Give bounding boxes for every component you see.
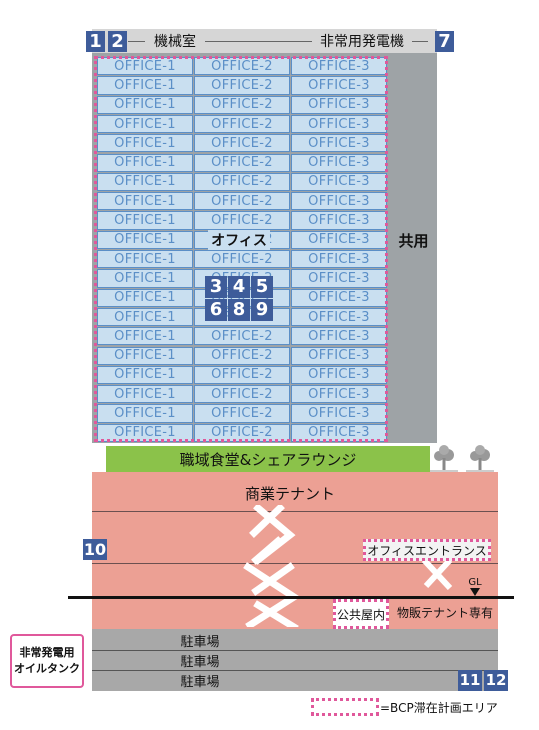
marker-5: 5 — [251, 276, 273, 298]
office-cell: OFFICE-1 — [97, 250, 193, 269]
escalator-icon — [243, 505, 301, 627]
oil-tank-box: 非常発電用 オイルタンク — [10, 634, 84, 688]
office-entrance-label: オフィスエントランス — [363, 539, 491, 561]
office-cell: OFFICE-1 — [97, 153, 193, 172]
office-cell: OFFICE-2 — [194, 404, 290, 423]
bcp-legend-swatch — [311, 698, 379, 716]
cafeteria-floor: 職域食堂&シェアラウンジ — [106, 446, 430, 472]
gl-marker-icon — [470, 588, 480, 596]
office-center-label: オフィス — [208, 230, 270, 250]
marker-9: 9 — [251, 299, 273, 321]
marker-4: 4 — [228, 276, 250, 298]
oil-tank-label-line1: 非常発電用 — [19, 646, 75, 659]
office-cell: OFFICE-1 — [97, 365, 193, 385]
parking-label: 駐車場 — [180, 654, 220, 670]
machine-floor-line — [128, 41, 428, 42]
office-cell: OFFICE-2 — [194, 76, 290, 95]
bcp-legend-label: =BCP滞在計画エリア — [380, 700, 498, 715]
office-cell: OFFICE-2 — [194, 172, 290, 192]
office-cell: OFFICE-3 — [291, 230, 387, 249]
office-cell: OFFICE-1 — [97, 172, 193, 192]
office-cell: OFFICE-3 — [291, 288, 387, 307]
office-cell: OFFICE-3 — [291, 250, 387, 269]
marker-6: 6 — [205, 299, 227, 321]
office-cell: OFFICE-3 — [291, 76, 387, 95]
office-cell: OFFICE-3 — [291, 327, 387, 346]
office-cell: OFFICE-2 — [194, 346, 290, 365]
tree-icon — [466, 445, 494, 472]
office-cell: OFFICE-2 — [194, 327, 290, 346]
entrance-path-icon — [421, 558, 453, 590]
office-cell: OFFICE-3 — [291, 192, 387, 211]
public-indoor-label: 公共屋内 — [333, 599, 389, 629]
office-cell: OFFICE-3 — [291, 172, 387, 192]
office-cell: OFFICE-1 — [97, 288, 193, 307]
marker-7: 7 — [435, 31, 454, 52]
commercial-floor-line — [92, 511, 498, 512]
office-cell: OFFICE-1 — [97, 211, 193, 230]
office-bcp-boundary — [94, 56, 388, 442]
machine-room-label: 機械室 — [145, 31, 205, 51]
office-cell: OFFICE-3 — [291, 95, 387, 114]
marker-10: 10 — [83, 539, 107, 560]
parking-label: 駐車場 — [180, 674, 220, 690]
marker-11: 11 — [458, 670, 482, 691]
parking-label: 駐車場 — [180, 634, 220, 650]
commercial-floor-line — [92, 563, 498, 564]
office-cell: OFFICE-1 — [97, 76, 193, 95]
parking-floor-line — [92, 650, 498, 651]
office-cell: OFFICE-1 — [97, 57, 193, 76]
retail-tenant-label: 物販テナント専有 — [397, 605, 494, 620]
office-cell: OFFICE-2 — [194, 385, 290, 404]
office-cell: OFFICE-2 — [194, 192, 290, 211]
marker-1: 1 — [86, 31, 105, 52]
gl-label: GL — [468, 576, 482, 588]
generator-room-label: 非常用発電機 — [312, 31, 412, 51]
marker-8: 8 — [228, 299, 250, 321]
office-cell: OFFICE-3 — [291, 134, 387, 153]
tree-icon — [430, 445, 458, 472]
marker-12: 12 — [484, 670, 508, 691]
office-cell: OFFICE-1 — [97, 327, 193, 346]
ground-line — [68, 596, 514, 599]
office-cell: OFFICE-3 — [291, 365, 387, 385]
office-cell: OFFICE-1 — [97, 134, 193, 153]
office-cell: OFFICE-1 — [97, 192, 193, 211]
commercial-label: 商業テナント — [244, 484, 335, 503]
office-cell: OFFICE-1 — [97, 404, 193, 423]
office-cell: OFFICE-3 — [291, 307, 387, 327]
office-cell: OFFICE-1 — [97, 385, 193, 404]
common-area-label: 共用 — [398, 231, 429, 250]
office-cell: OFFICE-1 — [97, 95, 193, 114]
parking-floor-line — [92, 670, 498, 671]
office-cell: OFFICE-2 — [194, 95, 290, 114]
office-cell: OFFICE-1 — [97, 230, 193, 249]
office-cell: OFFICE-2 — [194, 153, 290, 172]
office-cell: OFFICE-3 — [291, 269, 387, 288]
office-cell: OFFICE-1 — [97, 114, 193, 134]
marker-2: 2 — [108, 31, 127, 52]
office-cell: OFFICE-3 — [291, 114, 387, 134]
office-cell: OFFICE-3 — [291, 153, 387, 172]
office-cell: OFFICE-3 — [291, 211, 387, 230]
office-cell: OFFICE-2 — [194, 114, 290, 134]
office-cell: OFFICE-2 — [194, 365, 290, 385]
office-cell: OFFICE-1 — [97, 307, 193, 327]
office-cell: OFFICE-2 — [194, 250, 290, 269]
office-cell: OFFICE-3 — [291, 346, 387, 365]
office-cell: OFFICE-2 — [194, 134, 290, 153]
office-cell: OFFICE-2 — [194, 211, 290, 230]
office-cell: OFFICE-2 — [194, 423, 290, 442]
office-cell: OFFICE-1 — [97, 346, 193, 365]
parking-block — [92, 629, 498, 691]
marker-3: 3 — [205, 276, 227, 298]
office-cell: OFFICE-1 — [97, 423, 193, 442]
office-cell: OFFICE-1 — [97, 269, 193, 288]
office-cell: OFFICE-3 — [291, 385, 387, 404]
oil-tank-label-line2: オイルタンク — [14, 662, 80, 675]
